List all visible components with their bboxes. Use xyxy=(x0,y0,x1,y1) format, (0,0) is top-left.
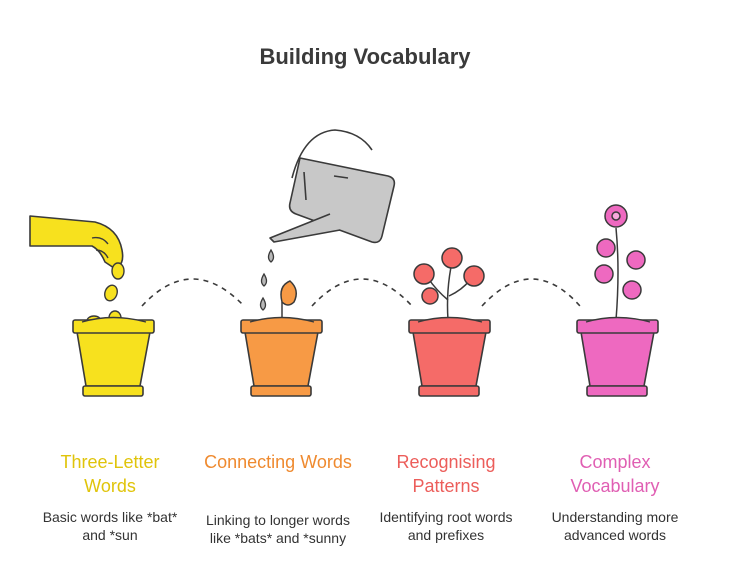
connector-1-2 xyxy=(141,278,245,307)
connector-2-3 xyxy=(311,278,413,307)
pot-3 xyxy=(408,316,491,397)
stage-4-title: Complex Vocabulary xyxy=(570,452,660,496)
seeds-icon xyxy=(86,262,125,327)
connector-3-4 xyxy=(481,278,581,307)
stage-2-description: Linking to longer words like *bats* and … xyxy=(206,512,350,546)
plant-icon xyxy=(413,247,485,321)
diagram-title: Building Vocabulary xyxy=(259,44,471,69)
sprout-icon xyxy=(280,280,297,322)
stage-1-description: Basic words like *bat* and *sun xyxy=(42,509,178,543)
stage-4-description: Understanding more advanced words xyxy=(551,509,679,543)
stage-1-title: Three-Letter Words xyxy=(60,452,160,496)
water-drops-icon xyxy=(259,248,275,311)
watering-can-icon xyxy=(269,129,396,244)
hand-icon xyxy=(29,215,124,269)
pot-4 xyxy=(576,316,659,397)
pot-1 xyxy=(72,316,155,397)
stage-3-title: Recognising Patterns xyxy=(396,452,496,496)
stage-3-description: Identifying root words and prefixes xyxy=(379,509,513,543)
stage-2-title: Connecting Words xyxy=(204,452,352,472)
flower-icon xyxy=(594,204,646,321)
pot-2 xyxy=(240,316,323,397)
